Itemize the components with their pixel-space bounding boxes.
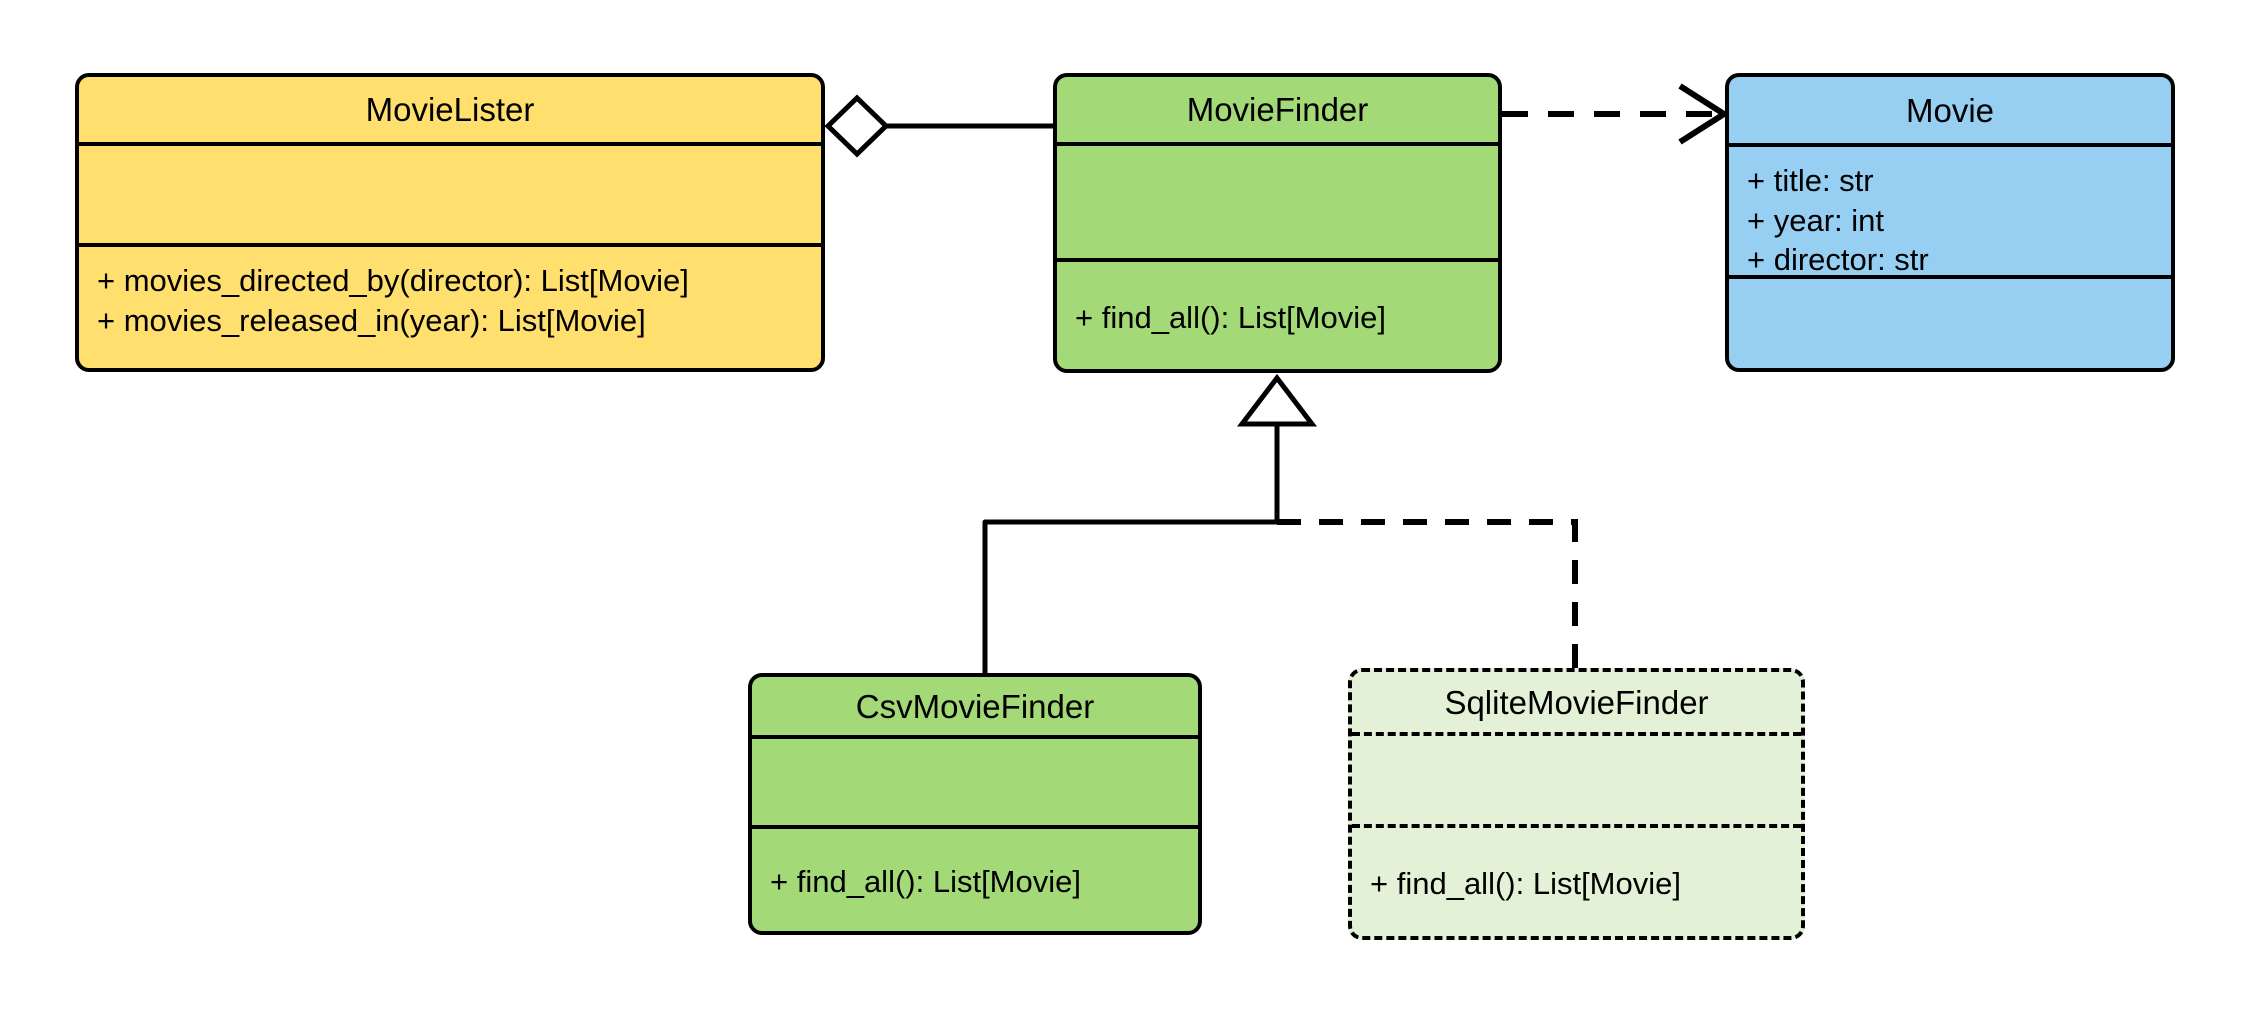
edge-generalization-sqlite [1277, 519, 1578, 668]
open-arrow-marker [1678, 83, 1730, 145]
sqlite-generalization-line [1277, 519, 1578, 668]
class-operations-sqlite-movie-finder: + find_all(): List[Movie] [1352, 828, 1801, 936]
class-name-csv-movie-finder: CsvMovieFinder [752, 677, 1198, 739]
csv-generalization-line [982, 519, 1277, 673]
class-operations-movie [1729, 279, 2171, 368]
class-name-movie-finder: MovieFinder [1057, 77, 1498, 146]
attribute-item: + title: str [1747, 163, 1874, 198]
operation-item: + movies_released_in(year): List[Movie] [97, 302, 646, 338]
edge-generalization-csv [982, 519, 1277, 673]
class-box-movie-finder[interactable]: MovieFinder + find_all(): List[Movie] [1053, 73, 1502, 373]
operation-item: + find_all(): List[Movie] [1370, 866, 1681, 902]
class-attributes-csv-movie-finder [752, 739, 1198, 829]
class-box-sqlite-movie-finder[interactable]: SqliteMovieFinder + find_all(): List[Mov… [1348, 668, 1805, 940]
class-operations-movie-lister: + movies_directed_by(director): List[Mov… [79, 247, 821, 368]
class-box-movie[interactable]: Movie + title: str + year: int + directo… [1725, 73, 2175, 372]
class-attributes-movie: + title: str + year: int + director: str [1729, 147, 2171, 279]
class-operations-csv-movie-finder: + find_all(): List[Movie] [752, 829, 1198, 931]
attribute-item: + year: int [1747, 202, 1884, 238]
class-attributes-movie-finder [1057, 146, 1498, 262]
class-attributes-movie-lister [79, 146, 821, 247]
edge-dependency-finder-movie [1502, 83, 1730, 145]
class-name-sqlite-movie-finder: SqliteMovieFinder [1352, 672, 1801, 736]
operation-item: + movies_directed_by(director): List[Mov… [97, 263, 689, 298]
class-box-movie-lister[interactable]: MovieLister + movies_directed_by(directo… [75, 73, 825, 372]
class-name-movie: Movie [1729, 77, 2171, 147]
edge-aggregation-lister-finder [824, 94, 1053, 158]
hollow-diamond-marker [824, 94, 890, 158]
hollow-triangle-marker [1236, 373, 1318, 427]
attribute-item: + director: str [1747, 242, 1929, 278]
class-attributes-sqlite-movie-finder [1352, 736, 1801, 828]
class-box-csv-movie-finder[interactable]: CsvMovieFinder + find_all(): List[Movie] [748, 673, 1202, 935]
edge-generalization-trunk [1236, 373, 1318, 522]
operation-item: + find_all(): List[Movie] [1075, 299, 1386, 335]
class-name-movie-lister: MovieLister [79, 77, 821, 146]
operation-item: + find_all(): List[Movie] [770, 864, 1081, 900]
class-operations-movie-finder: + find_all(): List[Movie] [1057, 262, 1498, 369]
